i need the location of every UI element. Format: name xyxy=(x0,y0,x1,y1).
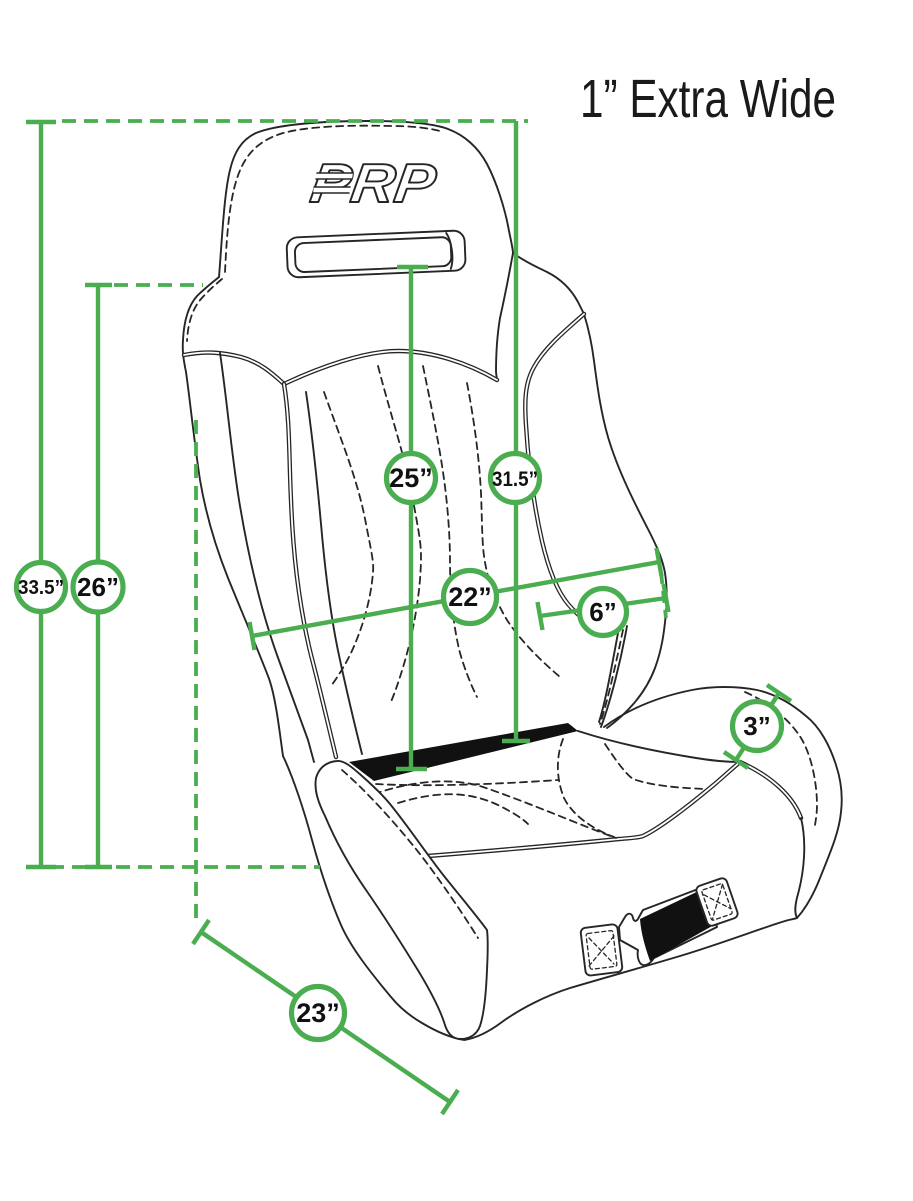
svg-text:25”: 25” xyxy=(389,463,433,493)
svg-text:23”: 23” xyxy=(296,998,340,1028)
svg-text:33.5”: 33.5” xyxy=(18,577,64,599)
svg-text:22”: 22” xyxy=(448,582,492,612)
svg-text:6”: 6” xyxy=(589,597,616,627)
svg-text:3”: 3” xyxy=(743,711,770,741)
svg-text:1” Extra Wide: 1” Extra Wide xyxy=(580,69,836,129)
svg-text:PRP: PRP xyxy=(307,152,440,214)
svg-text:26”: 26” xyxy=(77,572,119,602)
svg-text:31.5”: 31.5” xyxy=(492,468,538,491)
